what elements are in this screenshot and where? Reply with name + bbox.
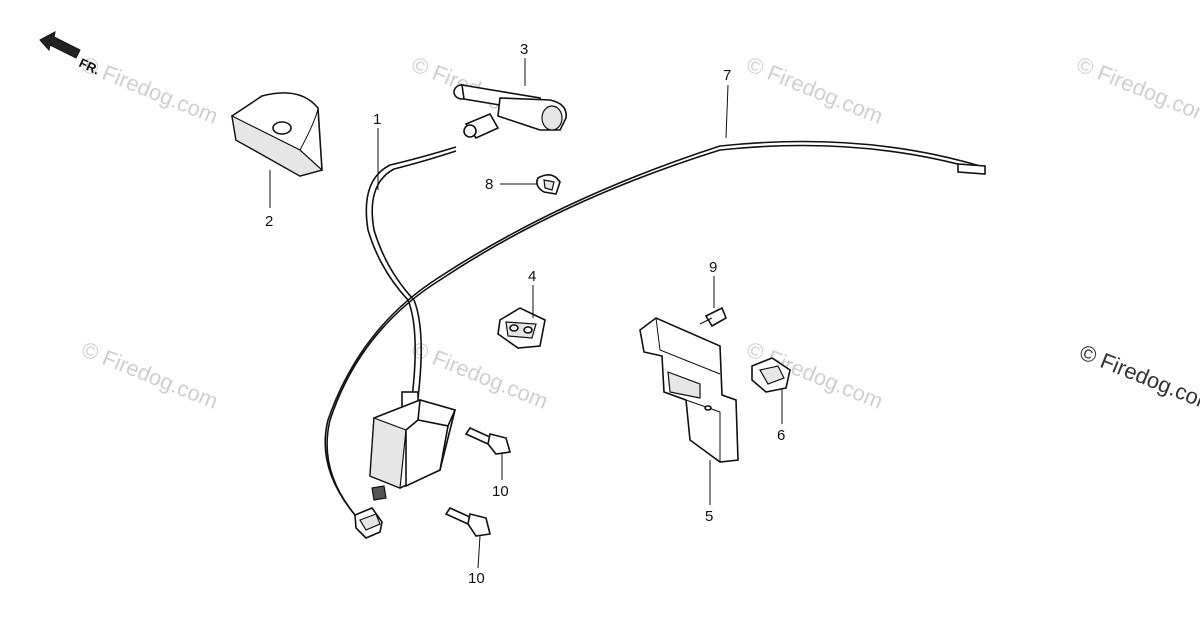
part-7-connector [354,507,383,539]
part-10-bolt-lower [444,506,491,537]
part-3-spark-plug-cap [453,84,567,140]
part-10-bolt-upper [464,426,512,455]
callout-2: 2 [265,213,273,230]
callout-3: 3 [520,41,528,58]
callout-1: 1 [373,111,381,128]
part-1-ignition-coil [365,146,457,501]
watermark: © Firedog.com [1076,339,1200,416]
callout-4: 4 [528,268,536,285]
callout-10-upper: 10 [492,483,509,500]
part-4-grommet [497,307,546,349]
callouts: 1 2 3 4 5 6 7 8 9 10 10 [265,41,785,587]
callout-5: 5 [705,508,713,525]
direction-arrow-icon [39,31,81,59]
leader-lines [269,58,783,569]
part-6-clip [751,357,791,393]
callout-8: 8 [485,176,493,193]
watermark: © Firedog.com [78,336,221,413]
part-8-clip [536,174,561,195]
callout-9: 9 [709,259,717,276]
callout-7: 7 [723,67,731,84]
callout-6: 6 [777,427,785,444]
watermark: © Firedog.com [743,51,886,128]
callout-10-lower: 10 [468,570,485,587]
part-2-foam-pad [231,92,324,177]
part-5-bracket [639,317,739,463]
part-7-cable [326,144,981,516]
part-9-screw [699,306,728,328]
watermark: © Firedog.com [1073,51,1200,128]
